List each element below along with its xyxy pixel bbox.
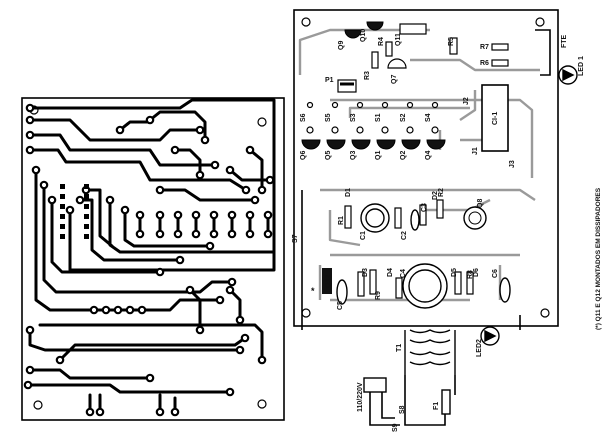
label-s6: S6 — [300, 113, 307, 122]
trimmer-p1 — [337, 79, 357, 93]
left-board-copper-side — [21, 97, 285, 421]
led1-symbol — [558, 65, 578, 85]
label-t1: T1 — [396, 344, 403, 352]
ic-pads-left — [60, 184, 89, 239]
q11-heatsink — [399, 23, 427, 35]
label-c3: C3 — [421, 203, 428, 212]
label-led1: LED 1 — [578, 56, 585, 76]
label-mains: 110/220V — [357, 382, 364, 412]
label-ci1: CI-1 — [492, 112, 499, 125]
right-board-component-side — [293, 9, 578, 426]
label-c1: C1 — [360, 231, 367, 240]
label-d3: D3 — [362, 268, 369, 277]
label-r3: R3 — [364, 71, 371, 80]
label-q6: Q6 — [300, 151, 307, 160]
label-s2: S2 — [400, 113, 407, 122]
label-s8: S8 — [399, 405, 406, 414]
label-q12: Q12 — [325, 275, 332, 288]
label-s4: S4 — [425, 113, 432, 122]
label-led2: LED2 — [476, 339, 483, 357]
label-q7: Q7 — [391, 75, 398, 84]
q12-body — [322, 268, 332, 294]
mounting-hole — [301, 17, 311, 27]
label-c4: C4 — [400, 269, 407, 278]
label-r4: R4 — [378, 37, 385, 46]
label-r9: R9 — [375, 291, 382, 300]
mains-plug — [363, 377, 387, 393]
label-j2: J2 — [463, 97, 470, 105]
label-r7: R7 — [480, 44, 489, 51]
label-r5: R5 — [448, 37, 455, 46]
label-f1: F1 — [433, 402, 440, 410]
label-q9: Q9 — [338, 41, 345, 50]
transformer-t1 — [404, 329, 456, 375]
label-q2: Q2 — [400, 151, 407, 160]
label-fte: FTE — [561, 34, 568, 48]
ic-ci1 — [481, 84, 509, 152]
label-q10: Q10 — [360, 29, 367, 42]
label-d4: D4 — [387, 268, 394, 277]
mounting-hole — [301, 308, 311, 318]
label-c5: C5 — [337, 301, 344, 310]
label-d1: D1 — [345, 188, 352, 197]
label-q11: Q11 — [395, 33, 402, 46]
label-c2: C2 — [401, 231, 408, 240]
label-j1: J1 — [472, 147, 479, 155]
label-q5: Q5 — [325, 151, 332, 160]
label-q8: Q8 — [477, 199, 484, 208]
label-r1: R1 — [338, 216, 345, 225]
label-q3: Q3 — [350, 151, 357, 160]
transistor-q9-q10 — [344, 21, 384, 39]
label-d5: D5 — [451, 268, 458, 277]
label-s3: S3 — [350, 113, 357, 122]
mounting-hole — [540, 308, 550, 318]
label-c6: C6 — [492, 269, 499, 278]
fuse-f1 — [441, 389, 451, 415]
mounting-hole — [257, 399, 267, 409]
transistor-row — [301, 139, 446, 150]
label-r6: R6 — [480, 60, 489, 67]
label-d6: D6 — [473, 268, 480, 277]
resistors — [344, 37, 509, 299]
label-p1: P1 — [325, 77, 334, 84]
label-q4: Q4 — [425, 151, 432, 160]
mounting-hole — [535, 17, 545, 27]
q7-q8 — [387, 58, 487, 230]
capacitors — [336, 203, 511, 309]
label-s9: S9 — [392, 423, 399, 432]
copper-traces — [26, 98, 276, 414]
footnote: (*) Q11 E Q12 MONTADOS EM DISSIPADORES — [595, 187, 602, 330]
label-q1: Q1 — [375, 151, 382, 160]
label-r8: R8 — [467, 270, 474, 279]
mounting-hole — [257, 117, 267, 127]
label-s5: S5 — [325, 113, 332, 122]
label-j3: J3 — [509, 160, 516, 168]
label-r2: R2 — [438, 188, 445, 197]
label-s7: S7 — [292, 234, 299, 243]
label-d2: D2 — [432, 191, 439, 200]
led2-symbol — [480, 326, 500, 346]
component-labels: Q9 Q10 Q11 R5 R6 R7 R3 R4 P1 Q7 S6 S5 S3… — [292, 29, 585, 432]
label-asterisk: * — [311, 286, 315, 296]
switch-row — [306, 101, 439, 134]
mounting-hole — [33, 400, 43, 410]
label-s1: S1 — [375, 113, 382, 122]
